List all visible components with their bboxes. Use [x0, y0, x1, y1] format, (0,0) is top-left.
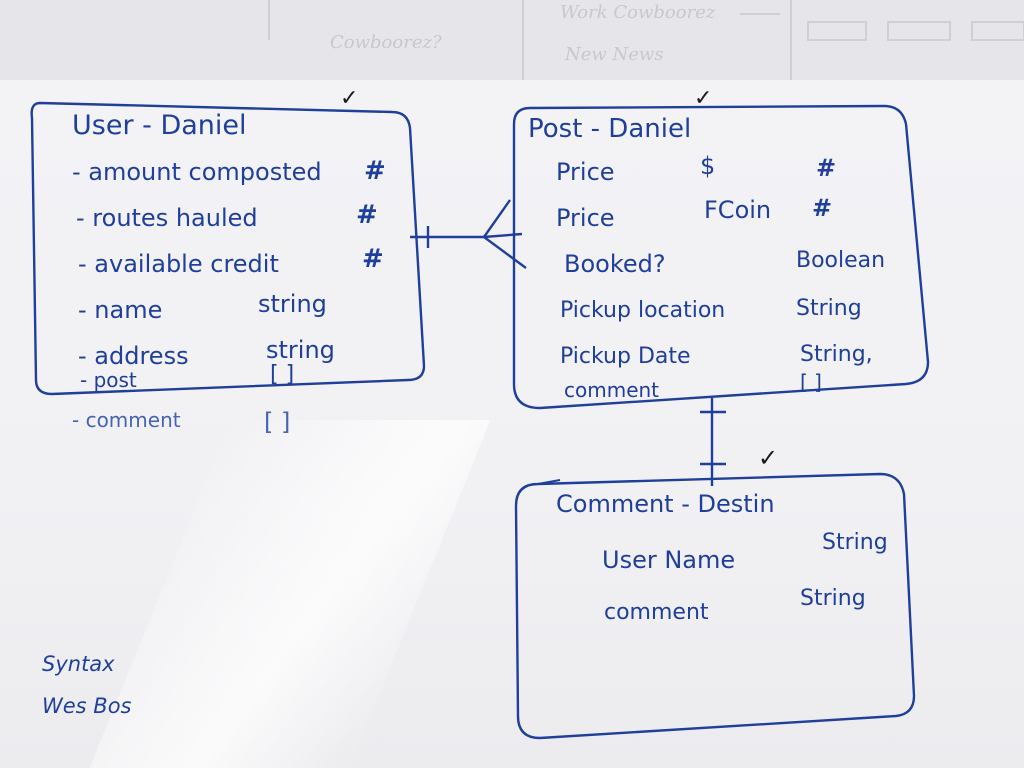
post-field-label: Pickup location [560, 298, 726, 323]
faint-note-mid-bottom: New News [565, 44, 664, 65]
comment-panel-title: Comment - Destin [556, 490, 775, 518]
faint-note-mid-top: Work Cowboorez [560, 2, 716, 23]
check-mark-icon: ✓ [340, 86, 359, 111]
post-field-unit: $ [700, 152, 716, 180]
previous-page-strip: Cowboorez? Work Cowboorez New News [0, 0, 1024, 84]
faint-box [887, 21, 951, 41]
faint-divider-line [522, 0, 524, 84]
faint-box [971, 21, 1024, 41]
post-field-type: # [812, 194, 833, 222]
post-field-type: Boolean [796, 248, 886, 273]
post-field-label: Price [556, 158, 615, 186]
user-field-type: # [364, 156, 386, 186]
user-extra-field: - comment [72, 408, 181, 432]
comment-panel-box [514, 472, 916, 740]
user-field-type: # [362, 244, 384, 274]
user-field-label: - address [78, 342, 189, 370]
check-mark-icon: ✓ [758, 444, 779, 472]
faint-box [807, 21, 867, 41]
crowfoot-middle [483, 232, 523, 239]
crowfoot-lower [483, 236, 527, 269]
user-field-label: - routes hauled [76, 204, 258, 232]
faint-divider-line [268, 0, 270, 40]
user-field-label: - available credit [78, 250, 279, 278]
faint-divider-line [790, 0, 792, 84]
comment-field-type: String [800, 586, 866, 611]
check-mark-icon: ✓ [694, 86, 713, 111]
post-field-type: String [796, 296, 862, 321]
comment-field-type: String [822, 530, 888, 555]
post-panel-title: Post - Daniel [528, 114, 692, 144]
post-panel-box [512, 104, 930, 410]
user-panel-title: User - Daniel [72, 110, 247, 141]
user-field-type: string [266, 336, 335, 364]
post-field-type: String, [800, 342, 873, 367]
signature-line-2: Wes Bos [42, 694, 132, 718]
comment-field-label: comment [604, 600, 709, 625]
user-field-label: - name [78, 296, 163, 324]
crowfoot-upper [483, 199, 511, 238]
user-field-type: # [356, 200, 378, 230]
signature-line-1: Syntax [42, 652, 115, 676]
post-field-label: Pickup Date [560, 344, 691, 369]
post-field-label: Price [556, 204, 615, 232]
title-stroke [537, 479, 561, 485]
user-panel-box [30, 101, 426, 396]
comment-field-label: User Name [602, 546, 736, 574]
faint-note-left: Cowboorez? [330, 32, 442, 53]
user-extra-type: [ ] [264, 408, 291, 436]
user-field-type: string [258, 290, 327, 318]
post-field-unit: FCoin [704, 196, 772, 224]
post-field-label: comment [564, 378, 660, 402]
user-field-label: - post [80, 368, 137, 392]
user-field-label: - amount composted [72, 158, 322, 186]
user-field-type: [ ] [270, 362, 295, 387]
post-field-type: # [816, 154, 837, 182]
post-field-label: Booked? [564, 250, 666, 278]
post-field-type: [ ] [800, 370, 822, 394]
